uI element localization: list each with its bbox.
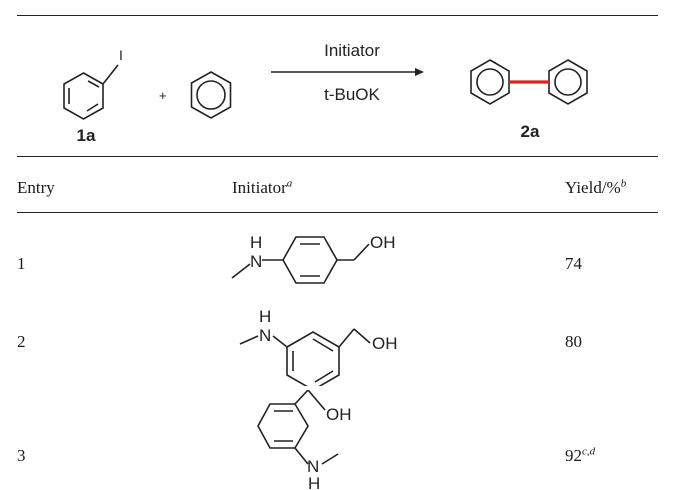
header-initiator-text: Initiator — [232, 178, 287, 197]
row-3-n-label: N — [307, 457, 319, 476]
header-bottom-rule — [17, 212, 658, 213]
initiator-structure-2: N H OH — [239, 307, 398, 386]
header-yield-note: b — [620, 177, 627, 190]
reaction-scheme: I + Initiator t-BuOK 1a 2a — [63, 41, 588, 145]
header-initiator-note: a — [286, 177, 293, 190]
header-entry-text: Entry — [17, 178, 55, 197]
row-3-h-label: H — [308, 474, 320, 490]
row-3-yield-note: c,d — [582, 445, 596, 458]
plus-sign: + — [159, 88, 167, 103]
biphenyl-structure — [470, 59, 588, 105]
row-3-oh-label: OH — [326, 405, 352, 424]
row-1-oh-label: OH — [370, 233, 396, 252]
row-3-yield-value: 92 — [565, 446, 582, 465]
reactant-label-1a: 1a — [77, 126, 96, 145]
arrow-top-label: Initiator — [324, 41, 380, 60]
arrow-bottom-label: t-BuOK — [324, 85, 380, 104]
row-2-yield: 80 — [565, 332, 582, 351]
row-1-n-label: N — [250, 252, 262, 271]
top-rule — [17, 15, 658, 16]
row-2-h-label: H — [259, 307, 271, 326]
header-top-rule — [17, 156, 658, 157]
row-1-h-label: H — [250, 233, 262, 252]
benzene-structure — [190, 71, 232, 119]
initiator-structure-3: OH N H — [257, 390, 352, 490]
row-2-n-label: N — [259, 326, 271, 345]
row-1-yield: 74 — [565, 254, 582, 273]
header-entry: Entry — [17, 178, 55, 198]
iodo-label: I — [119, 47, 123, 63]
initiator-structure-1: N H OH — [231, 233, 396, 284]
row-1-entry: 1 — [17, 254, 26, 273]
iodobenzene-structure — [63, 64, 119, 120]
header-initiator: Initiatora — [232, 178, 292, 198]
row-2-oh-label: OH — [372, 334, 398, 353]
header-yield: Yield/%b — [565, 178, 626, 198]
row-3-yield: 92c,d — [565, 446, 595, 466]
header-yield-text: Yield/% — [565, 178, 621, 197]
row-3-entry: 3 — [17, 446, 26, 465]
row-2-entry: 2 — [17, 332, 26, 351]
product-label-2a: 2a — [521, 122, 540, 141]
